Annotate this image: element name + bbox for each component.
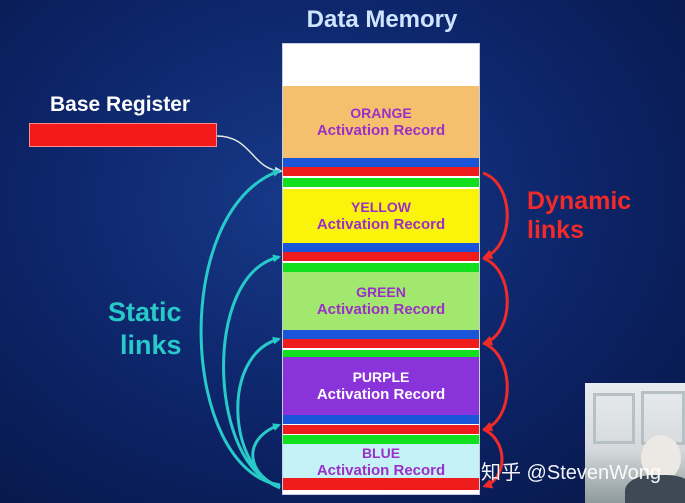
record-subtitle: Activation Record	[316, 386, 446, 403]
base-register-label: Base Register	[50, 93, 191, 116]
data-memory-stack: ORANGE Activation Record YELLOW Activati…	[283, 44, 479, 494]
record-name: BLUE	[361, 445, 401, 461]
link-bar-red	[283, 478, 479, 490]
link-bar-green	[283, 350, 479, 359]
link-bar-red	[283, 339, 479, 348]
dynamic-link-arrow	[482, 341, 509, 432]
record-subtitle: Activation Record	[316, 301, 446, 318]
dynamic-links-line-2: links	[527, 216, 584, 244]
base-register-pointer-arrow	[216, 135, 283, 175]
activation-record-yellow: YELLOW Activation Record	[283, 189, 479, 243]
record-subtitle: Activation Record	[316, 122, 446, 139]
activation-record-green: GREEN Activation Record	[283, 272, 479, 330]
watermark-text: 知乎 @StevenWong	[481, 462, 662, 484]
record-subtitle: Activation Record	[316, 216, 446, 233]
dynamic-link-arrow	[482, 427, 504, 489]
link-bar-blue	[283, 330, 479, 339]
static-links-line-2: links	[120, 330, 182, 360]
link-bar-red	[283, 167, 479, 176]
activation-record-purple: PURPLE Activation Record	[283, 357, 479, 415]
base-register-box	[29, 123, 217, 147]
dynamic-links-label: Dynamic links	[527, 187, 631, 245]
dynamic-link-arrow	[482, 256, 509, 346]
link-bar-blue	[283, 415, 479, 424]
dynamic-links-line-1: Dynamic	[527, 187, 632, 215]
link-bar-blue	[283, 243, 479, 252]
data-memory-title: Data Memory	[306, 6, 458, 33]
dynamic-link-arrow	[482, 171, 509, 260]
record-name: PURPLE	[352, 369, 410, 385]
static-links-line-1: Static	[108, 297, 182, 327]
record-name: GREEN	[356, 284, 406, 300]
static-link-arrow	[199, 169, 281, 487]
static-link-arrow	[251, 423, 281, 490]
record-subtitle: Activation Record	[316, 462, 446, 479]
record-name: ORANGE	[350, 105, 412, 121]
link-bar-green	[283, 178, 479, 187]
static-links-label: Static links	[108, 296, 182, 362]
link-bar-blue	[283, 158, 479, 167]
presenter-webcam	[585, 383, 685, 503]
activation-record-blue: BLUE Activation Record	[283, 444, 479, 479]
activation-record-orange: ORANGE Activation Record	[283, 86, 479, 158]
link-bar-red	[283, 425, 479, 434]
record-name: YELLOW	[351, 199, 411, 215]
link-bar-red	[283, 252, 479, 261]
link-bar-green	[283, 263, 479, 272]
link-bar-green	[283, 435, 479, 444]
